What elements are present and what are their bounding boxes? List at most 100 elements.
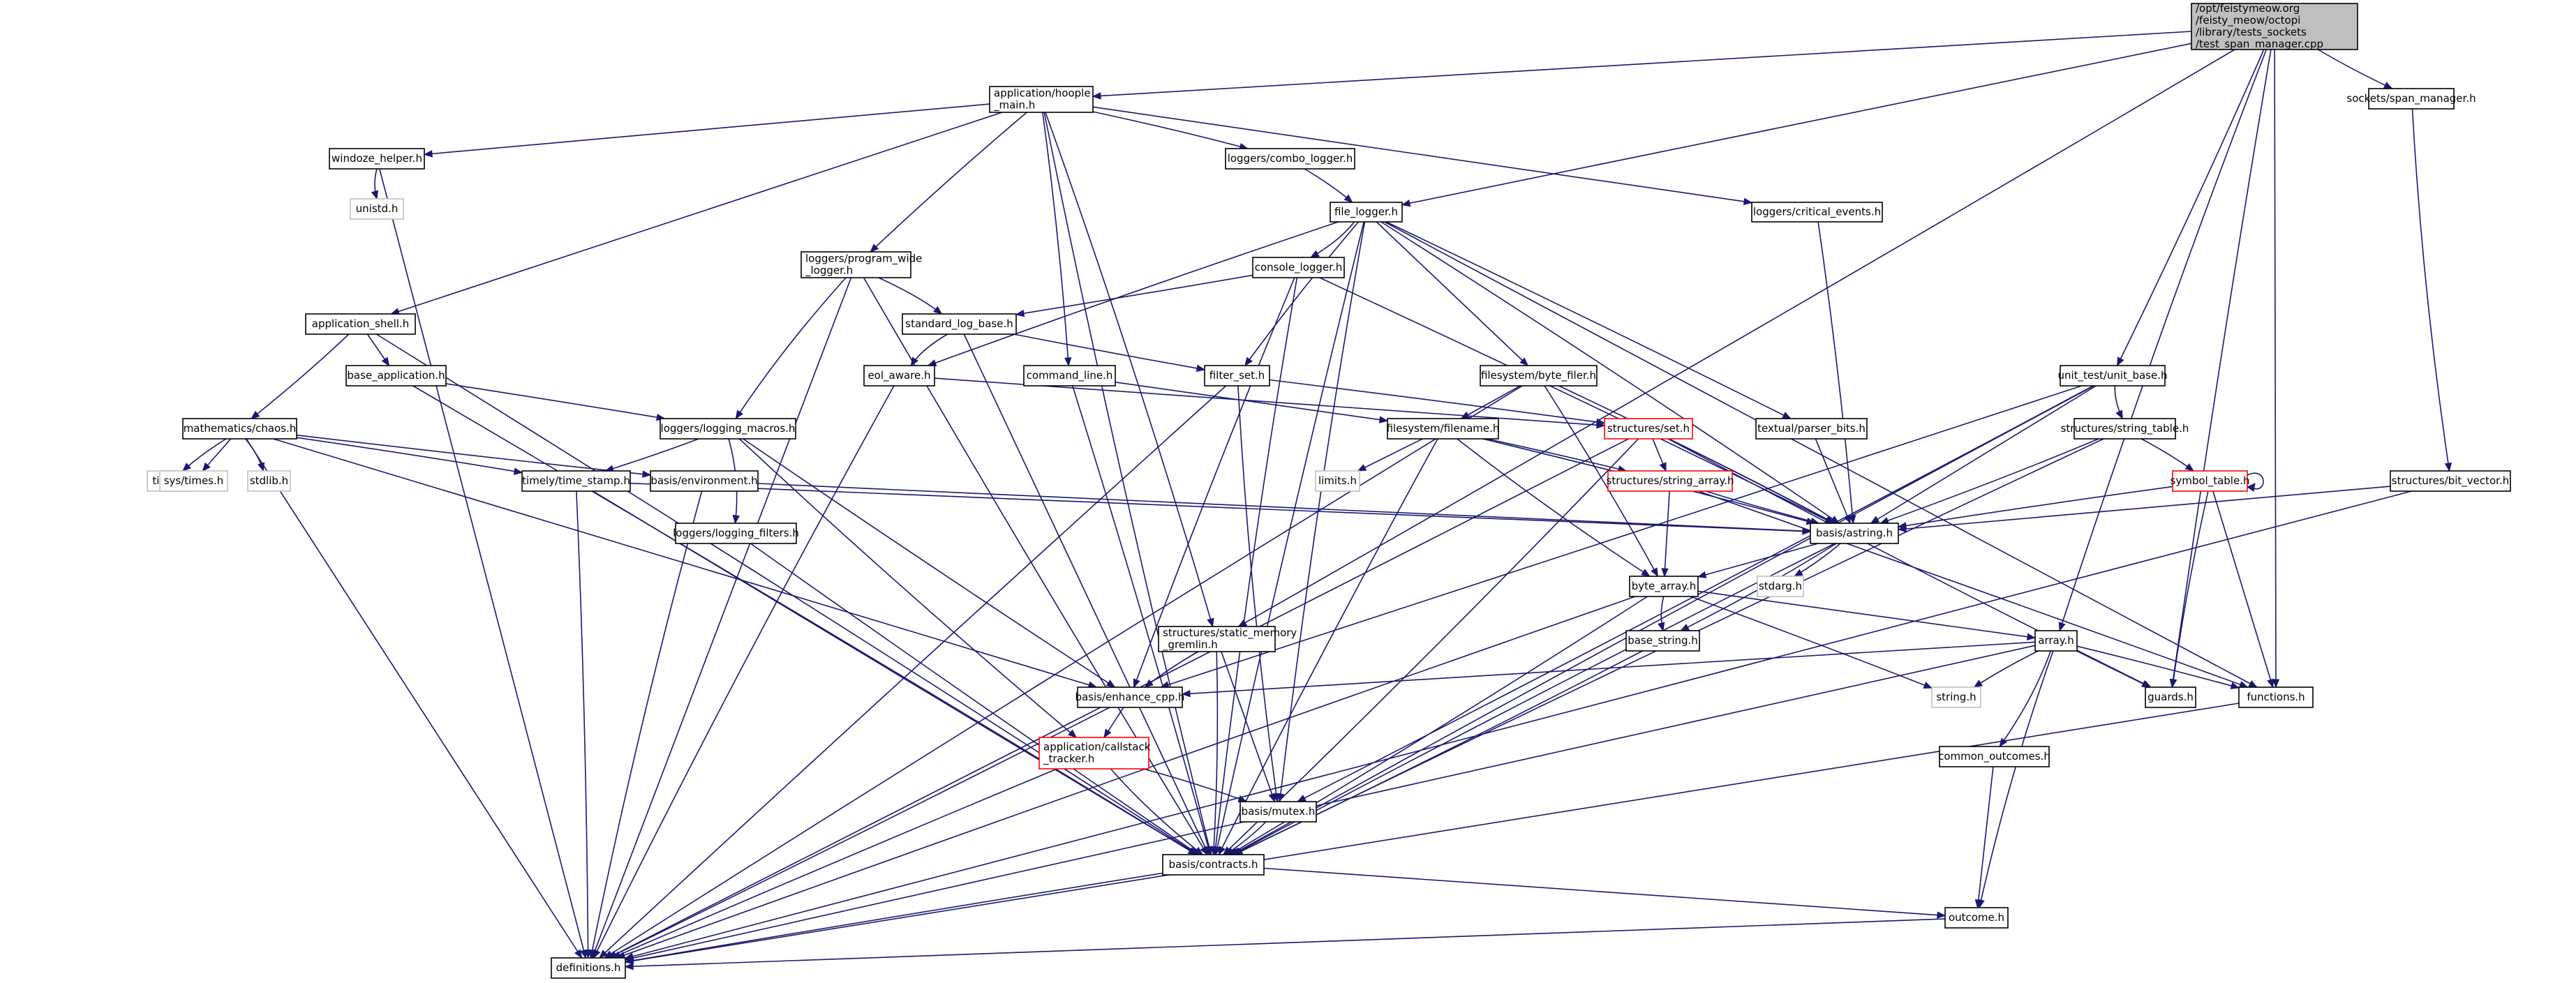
edge-line bbox=[1142, 768, 1247, 802]
edge-root-to-array bbox=[2058, 49, 2268, 632]
node-byte-array[interactable]: byte_array.h bbox=[1629, 576, 1699, 597]
node-mutex[interactable]: basis/mutex.h bbox=[1239, 801, 1317, 823]
node-box bbox=[1751, 202, 1883, 223]
node-critical-events[interactable]: loggers/critical_events.h bbox=[1751, 202, 1883, 223]
node-callstack-tracker[interactable]: application/callstack_tracker.h bbox=[1038, 737, 1151, 770]
node-symbol-table[interactable]: symbol_table.h bbox=[2171, 470, 2250, 492]
node-logging-macros[interactable]: loggers/logging_macros.h bbox=[660, 418, 796, 440]
node-bit-vector[interactable]: structures/bit_vector.h bbox=[2390, 470, 2511, 492]
node-time-stamp[interactable]: timely/time_stamp.h bbox=[521, 470, 631, 492]
node-static-memory-gremlin[interactable]: structures/static_memory_gremlin.h bbox=[1158, 626, 1297, 652]
edge-arrowhead bbox=[1870, 516, 1880, 524]
node-program-wide-logger[interactable]: loggers/program_wide_logger.h bbox=[801, 251, 922, 278]
edge-filter_set-to-mutex bbox=[1237, 385, 1280, 803]
node-set[interactable]: structures/set.h bbox=[1604, 418, 1693, 440]
edge-arrowhead bbox=[2115, 410, 2123, 420]
edge-chaos-to-time_h bbox=[182, 438, 227, 472]
node-hoople-main[interactable]: application/hoople_main.h bbox=[989, 86, 1094, 113]
edge-file_logger-to-filter_set bbox=[1244, 221, 1360, 367]
node-outcome[interactable]: outcome.h bbox=[1944, 907, 2009, 929]
node-string-table[interactable]: structures/string_table.h bbox=[2061, 418, 2189, 440]
node-box bbox=[1252, 257, 1345, 278]
node-label: application_shell.h bbox=[312, 317, 409, 331]
edge-arrowhead bbox=[1133, 678, 1140, 689]
node-command-line[interactable]: command_line.h bbox=[1023, 365, 1116, 387]
edge-arrowhead bbox=[1595, 418, 1606, 426]
edge-console_logger-to-enhance_cpp bbox=[1133, 277, 1295, 689]
node-windoze-helper[interactable]: windoze_helper.h bbox=[329, 148, 425, 170]
node-label: basis/mutex.h bbox=[1242, 805, 1316, 818]
node-environment[interactable]: basis/environment.h bbox=[650, 470, 759, 492]
edge-file_logger-to-console_logger bbox=[1310, 221, 1355, 258]
node-common-outcomes[interactable]: common_outcomes.h bbox=[1938, 746, 2050, 767]
node-logging-filters[interactable]: loggers/logging_filters.h bbox=[673, 523, 799, 544]
edge-line bbox=[1043, 112, 1212, 855]
edge-base_application-to-logging_macros bbox=[445, 383, 666, 421]
node-label: array.h bbox=[2038, 634, 2074, 647]
edge-application_shell-to-base_application bbox=[366, 333, 390, 367]
node-astring[interactable]: basis/astring.h bbox=[1810, 523, 1899, 544]
node-span-manager[interactable]: sockets/span_manager.h bbox=[2346, 88, 2476, 110]
node-label: file_logger.h bbox=[1334, 206, 1398, 219]
node-unit-base[interactable]: unit_test/unit_base.h bbox=[2057, 365, 2168, 387]
edge-critical_events-to-astring bbox=[1817, 221, 1856, 525]
edge-line bbox=[1401, 43, 2192, 206]
edge-array-to-outcome bbox=[1977, 650, 2054, 909]
edge-arrowhead bbox=[574, 949, 583, 959]
node-label: filter_set.h bbox=[1209, 369, 1265, 382]
edge-line bbox=[1667, 438, 2152, 688]
node-contracts[interactable]: basis/contracts.h bbox=[1162, 854, 1265, 876]
node-box bbox=[2238, 686, 2314, 708]
edge-line bbox=[593, 490, 1197, 855]
node-box bbox=[247, 470, 291, 492]
edge-line bbox=[2411, 108, 2450, 472]
node-label: basis/enhance_cpp.h bbox=[1075, 691, 1184, 704]
edge-enhance_cpp-to-definitions bbox=[607, 707, 1110, 959]
edge-program_wide_logger-to-standard_log_base bbox=[878, 277, 943, 315]
node-box bbox=[1939, 746, 2050, 767]
edge-line bbox=[379, 168, 586, 959]
edge-program_wide_logger-to-contracts bbox=[863, 277, 1208, 856]
node-functions[interactable]: functions.h bbox=[2238, 686, 2314, 708]
edge-line bbox=[1815, 438, 1851, 524]
node-label: base_application.h bbox=[347, 369, 445, 382]
node-base-string[interactable]: base_string.h bbox=[1625, 630, 1700, 652]
edge-filter_set-to-set bbox=[1269, 379, 1606, 426]
node-eol-aware[interactable]: eol_aware.h bbox=[863, 365, 935, 387]
node-application-shell[interactable]: application_shell.h bbox=[305, 313, 416, 335]
edge-line bbox=[963, 333, 1209, 855]
node-combo-logger[interactable]: loggers/combo_logger.h bbox=[1225, 148, 1355, 170]
node-byte-filer[interactable]: filesystem/byte_filer.h bbox=[1480, 365, 1598, 387]
node-box bbox=[989, 86, 1094, 113]
node-base-application[interactable]: base_application.h bbox=[345, 365, 447, 387]
edge-arrowhead bbox=[1144, 679, 1154, 688]
edge-line bbox=[599, 385, 1227, 959]
node-standard-log-base[interactable]: standard_log_base.h bbox=[902, 313, 1017, 335]
node-stdlib: stdlib.h bbox=[247, 470, 291, 492]
edge-line bbox=[2274, 49, 2277, 688]
node-filename[interactable]: filesystem/filename.h bbox=[1387, 418, 1500, 440]
node-label: textual/parser_bits.h bbox=[1757, 422, 1866, 435]
edge-arrowhead bbox=[1999, 737, 2008, 748]
edge-chaos-to-environment bbox=[296, 434, 652, 478]
node-parser-bits[interactable]: textual/parser_bits.h bbox=[1755, 418, 1868, 440]
edge-application_shell-to-contracts bbox=[375, 333, 1198, 855]
edge-mutex-to-contracts bbox=[1225, 821, 1267, 855]
node-guards[interactable]: guards.h bbox=[2145, 686, 2196, 708]
node-chaos[interactable]: mathematics/chaos.h bbox=[182, 418, 297, 440]
node-console-logger[interactable]: console_logger.h bbox=[1252, 257, 1345, 278]
node-enhance-cpp[interactable]: basis/enhance_cpp.h bbox=[1075, 686, 1185, 708]
edge-arrowhead bbox=[1378, 416, 1389, 423]
edge-line bbox=[1870, 385, 2097, 524]
node-box bbox=[2172, 470, 2248, 492]
node-file-logger[interactable]: file_logger.h bbox=[1330, 202, 1403, 223]
edge-line bbox=[1072, 385, 1211, 855]
edge-arrowhead bbox=[1519, 357, 1529, 366]
node-string-array[interactable]: structures/string_array.h bbox=[1607, 470, 1734, 492]
node-array[interactable]: array.h bbox=[2034, 630, 2078, 652]
edge-arrowhead bbox=[2117, 357, 2124, 367]
node-filter-set[interactable]: filter_set.h bbox=[1204, 365, 1270, 387]
edge-array-to-enhance_cpp bbox=[1181, 641, 2036, 698]
node-definitions[interactable]: definitions.h bbox=[551, 957, 626, 979]
edge-symbol_table-to-symbol_table bbox=[2246, 472, 2264, 492]
